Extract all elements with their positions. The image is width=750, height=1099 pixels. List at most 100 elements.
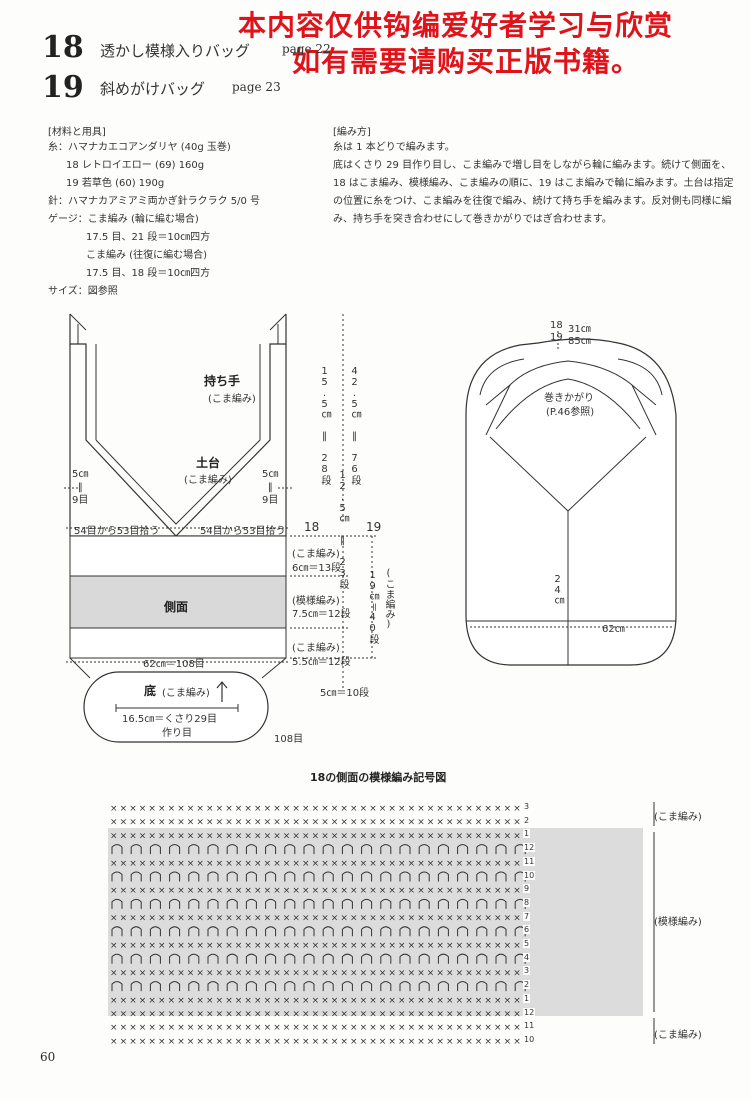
pattern-symbol	[169, 981, 181, 992]
sc-symbol: ×	[168, 1037, 176, 1046]
instructions-line: 18 はこま編み、模様編み、こま編みの順に、19 はこま編みで輪に編みます。土台…	[333, 178, 734, 189]
pattern-symbol	[399, 981, 411, 992]
sc-symbol: ×	[216, 1023, 224, 1033]
side-label: 側面	[164, 600, 189, 614]
sc-symbol: ×	[398, 804, 406, 814]
sc-symbol: ×	[465, 968, 473, 978]
pattern-symbol	[169, 926, 181, 937]
sc-symbol: ×	[273, 1010, 281, 1020]
sc-symbol: ×	[513, 818, 521, 828]
sc-symbol: ×	[148, 1010, 156, 1020]
sc-symbol: ×	[379, 804, 387, 814]
whipstitch-note: 巻きかがり	[544, 393, 594, 404]
pattern-symbol	[226, 871, 238, 882]
sc-symbol: ×	[129, 914, 137, 924]
pattern-symbol	[361, 871, 373, 882]
sc-symbol: ×	[504, 1037, 512, 1046]
sc-symbol: ×	[379, 831, 387, 841]
row-number: 6	[523, 925, 531, 935]
sc-symbol: ×	[235, 1023, 243, 1033]
sc-symbol: ×	[177, 831, 185, 841]
sc-symbol: ×	[196, 1023, 204, 1033]
sc-symbol: ×	[206, 831, 214, 841]
sc-symbol: ×	[484, 859, 492, 869]
band1-label: (こま編み)	[292, 549, 340, 560]
sc-symbol: ×	[216, 914, 224, 924]
materials-line: 糸：ハマナカエコアンダリヤ (40g 玉巻)	[48, 142, 231, 153]
sc-symbol: ×	[302, 859, 310, 869]
pattern-symbol	[437, 981, 449, 992]
base-label: 土台	[196, 456, 221, 470]
sc-symbol: ×	[302, 804, 310, 814]
sc-symbol: ×	[446, 831, 454, 841]
pattern-symbol	[111, 953, 123, 964]
pattern-symbol	[284, 926, 296, 937]
sc-symbol: ×	[465, 1037, 473, 1046]
base-stitch: (こま編み)	[184, 475, 232, 486]
sc-symbol: ×	[244, 1037, 252, 1046]
sc-symbol: ×	[129, 1010, 137, 1020]
sc-symbol: ×	[427, 941, 435, 951]
num-19: 19	[550, 332, 563, 343]
sc-symbol: ×	[408, 914, 416, 924]
pattern-symbol	[303, 844, 315, 855]
sc-symbol: ×	[504, 886, 512, 896]
sc-symbol: ×	[494, 831, 502, 841]
band3-label: (こま編み)	[292, 643, 340, 654]
sc-symbol: ×	[504, 818, 512, 828]
sc-symbol: ×	[465, 831, 473, 841]
sc-symbol: ×	[148, 886, 156, 896]
sc-symbol: ×	[273, 996, 281, 1006]
pattern-symbol	[226, 953, 238, 964]
sc-symbol: ×	[513, 968, 521, 978]
sc-symbol: ×	[321, 968, 329, 978]
sc-symbol: ×	[379, 968, 387, 978]
sc-symbol: ×	[302, 886, 310, 896]
sc-symbol: ×	[513, 1010, 521, 1020]
sc-symbol: ×	[398, 1023, 406, 1033]
sc-symbol: ×	[427, 1023, 435, 1033]
instructions-line: み、持ち手を突き合わせにして巻きかがりではぎ合わせます。	[333, 214, 612, 225]
sc-symbol: ×	[340, 1023, 348, 1033]
sc-symbol: ×	[129, 886, 137, 896]
sc-symbol: ×	[427, 1037, 435, 1046]
sc-symbol: ×	[360, 804, 368, 814]
pattern-symbol	[130, 926, 142, 937]
instructions-text: 糸は 1 本どりで編みます。 底はくさり 29 目作り目し、こま編みで増し目をし…	[333, 139, 734, 229]
sc-symbol: ×	[148, 804, 156, 814]
pattern-symbol	[457, 898, 469, 909]
whipstitch-ref: (P.46参照)	[546, 407, 595, 418]
watermark-line1: 本内容仅供钩编爱好者学习与欣赏	[238, 9, 674, 42]
sc-symbol: ×	[158, 968, 166, 978]
height-dim: 24㎝	[552, 574, 563, 606]
row-number: 7	[523, 911, 531, 921]
sc-symbol: ×	[244, 1010, 252, 1020]
sc-symbol: ×	[321, 818, 329, 828]
sc-symbol: ×	[244, 914, 252, 924]
pattern-symbol	[149, 926, 161, 937]
sc-symbol: ×	[110, 941, 118, 951]
sc-symbol: ×	[177, 968, 185, 978]
sc-symbol: ×	[139, 1023, 147, 1033]
sc-symbol: ×	[158, 941, 166, 951]
sc-symbol: ×	[196, 914, 204, 924]
sc-symbol: ×	[388, 1010, 396, 1020]
pattern-symbol	[245, 871, 257, 882]
sc-symbol: ×	[427, 818, 435, 828]
sc-symbol: ×	[321, 1023, 329, 1033]
sc-symbol: ×	[340, 831, 348, 841]
sc-symbol: ×	[302, 996, 310, 1006]
sc-symbol: ×	[504, 859, 512, 869]
sc-symbol: ×	[129, 941, 137, 951]
sc-symbol: ×	[168, 831, 176, 841]
sc-symbol: ×	[254, 886, 262, 896]
sc-symbol: ×	[398, 968, 406, 978]
sc-symbol: ×	[235, 968, 243, 978]
pattern-symbol	[322, 953, 334, 964]
sc-symbol: ×	[273, 968, 281, 978]
row-number: 9	[523, 884, 531, 894]
sc-symbol: ×	[264, 886, 272, 896]
sc-symbol: ×	[331, 1037, 339, 1046]
sc-symbol: ×	[417, 804, 425, 814]
pattern-symbol	[284, 898, 296, 909]
